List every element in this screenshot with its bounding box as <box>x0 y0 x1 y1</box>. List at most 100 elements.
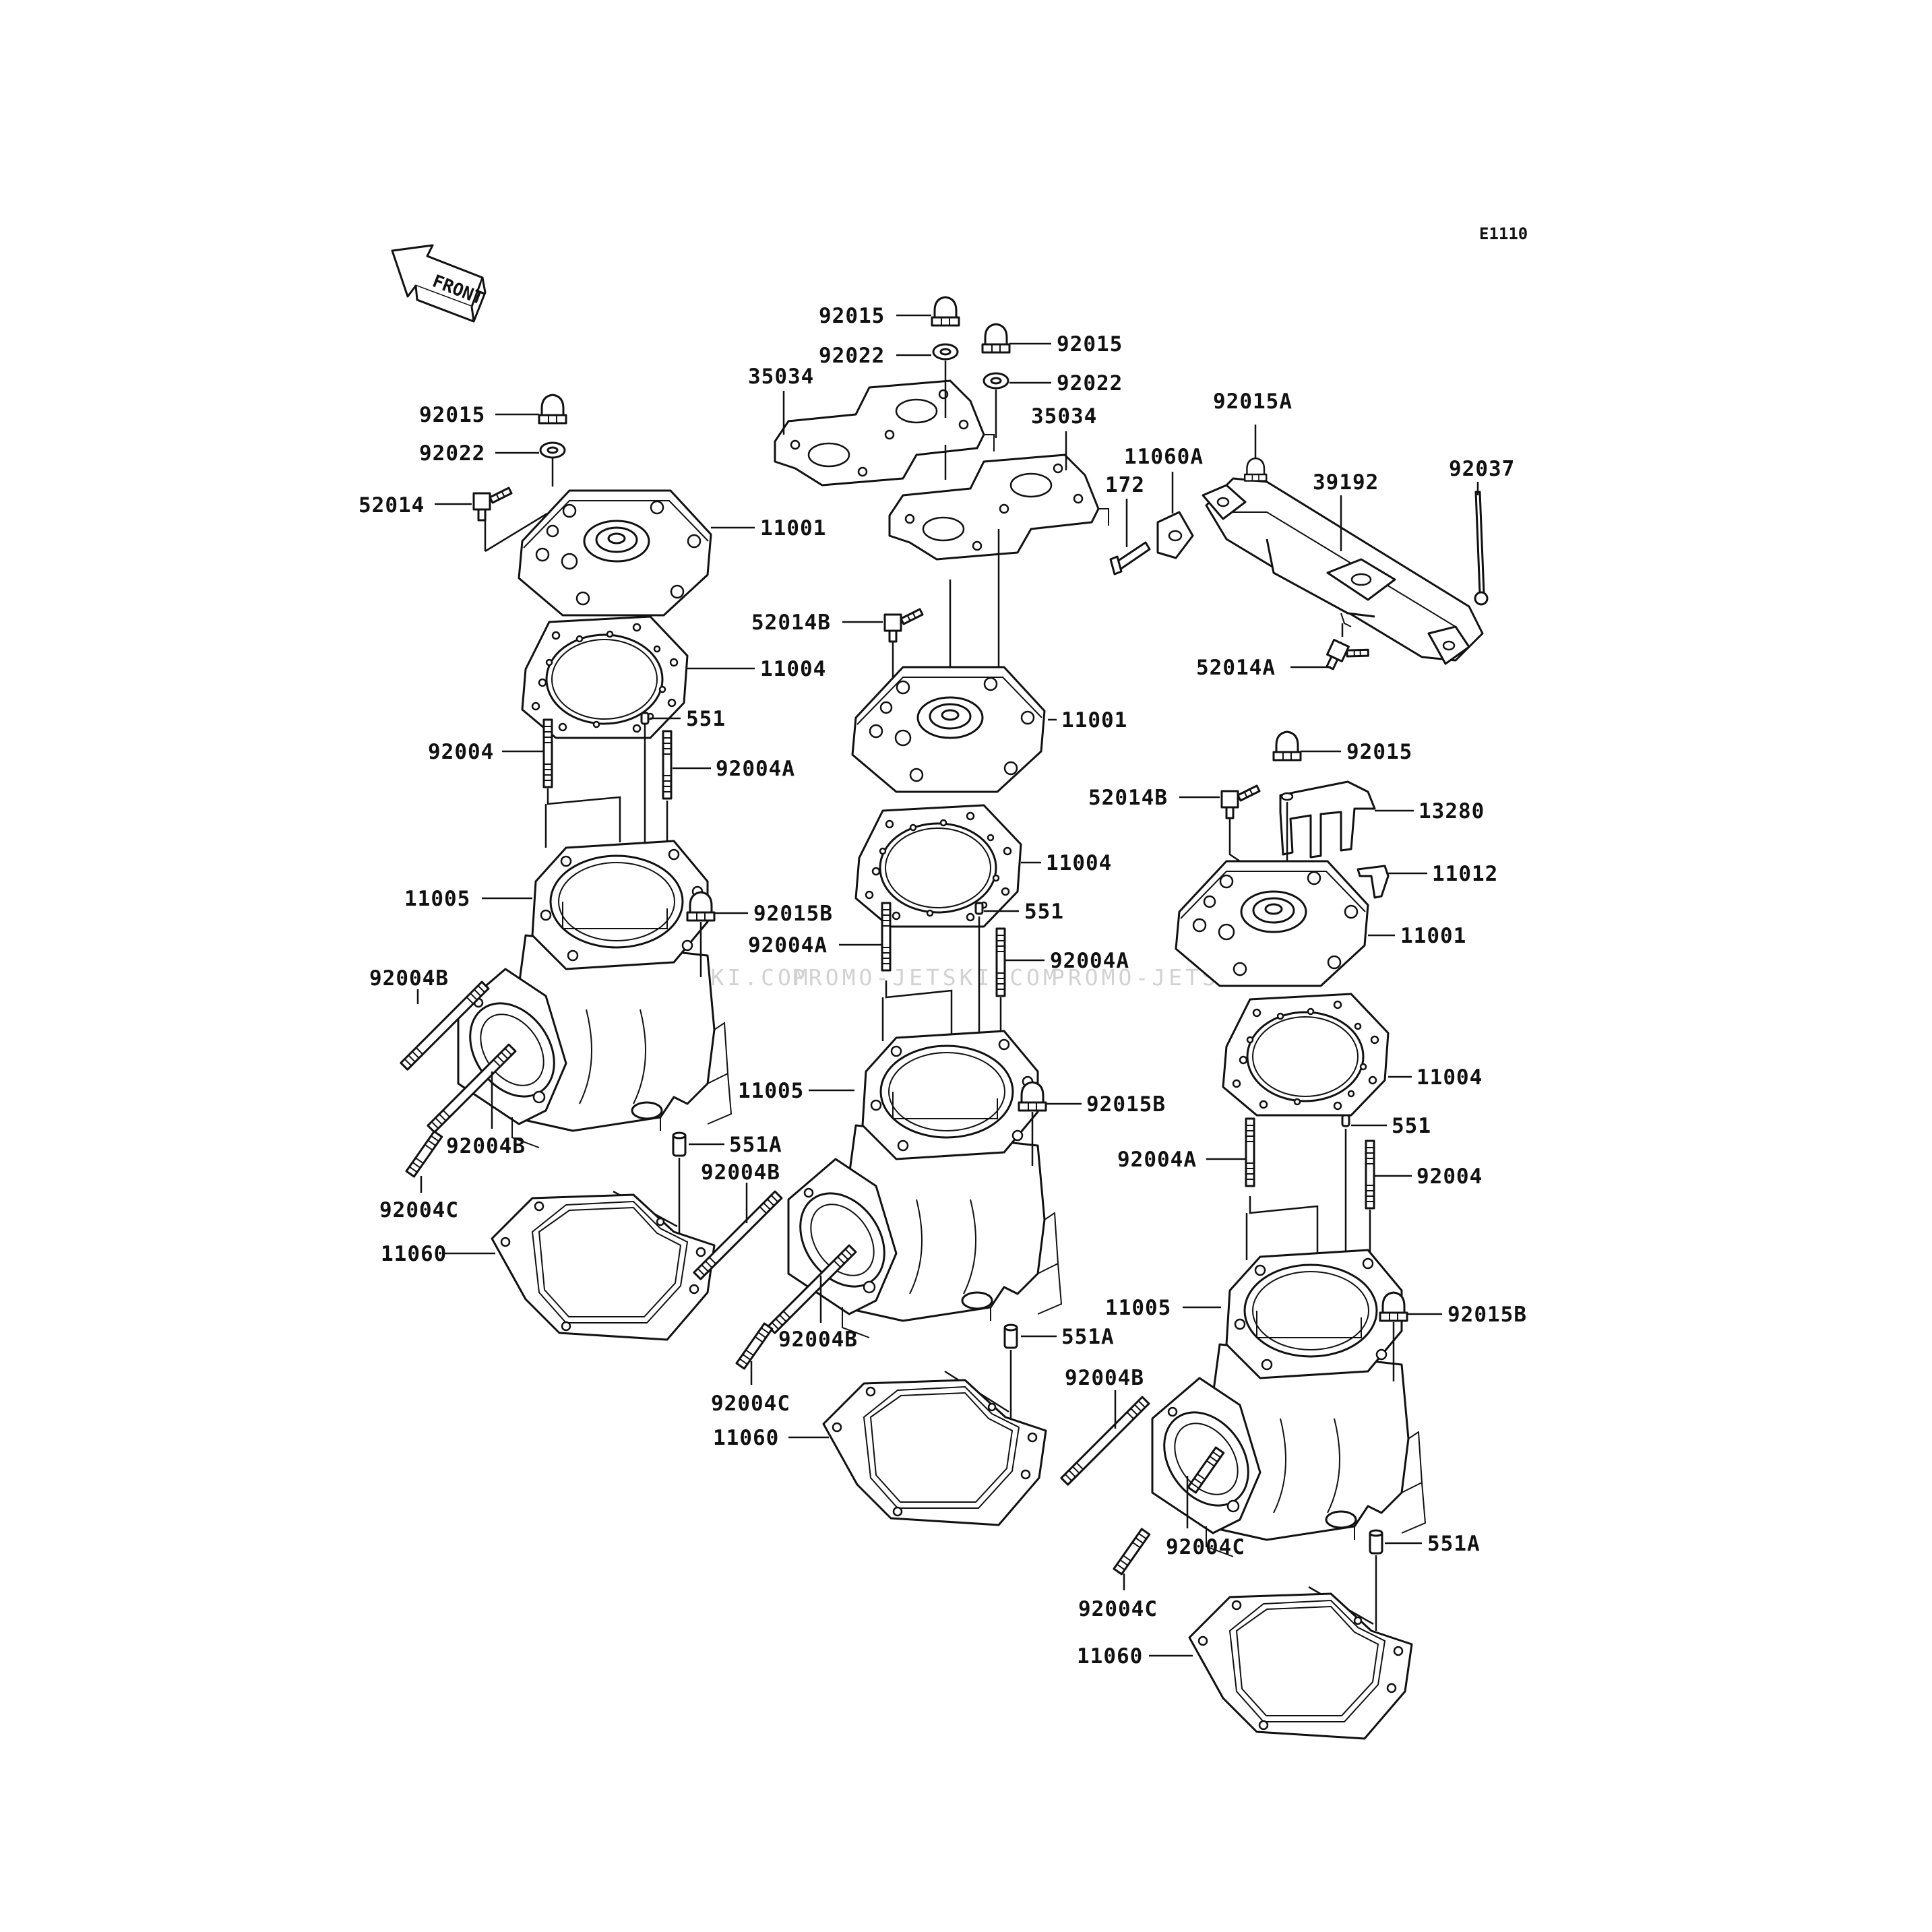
label-right-551a: 551A <box>1427 1532 1481 1556</box>
label-left-92015: 92015 <box>419 403 485 427</box>
label-left-92022: 92022 <box>419 441 485 466</box>
label-right-92015a: 92015A <box>1213 389 1292 414</box>
label-middle-92004a-2: 92004A <box>1050 949 1129 973</box>
left-stud-92004c <box>405 1130 443 1178</box>
label-left-11005: 11005 <box>404 887 470 911</box>
left-base-gasket <box>491 1193 716 1341</box>
label-right-39192: 39192 <box>1313 470 1379 495</box>
right-clip-11012 <box>1357 865 1390 899</box>
label-middle-11004: 11004 <box>1046 851 1112 875</box>
label-middle-35034-1: 35034 <box>748 365 814 389</box>
label-right-92015: 92015 <box>1346 740 1412 764</box>
right-gasket-11060a <box>1156 511 1194 559</box>
diagram-code: E1110 <box>1479 224 1528 243</box>
label-middle-92015-2: 92015 <box>1057 332 1123 356</box>
label-right-92004b: 92004B <box>1065 1366 1144 1390</box>
label-right-92015b: 92015B <box>1447 1303 1527 1327</box>
label-middle-92022-1: 92022 <box>819 344 885 368</box>
right-pin-92037 <box>1474 491 1489 606</box>
right-dowel-551a <box>1369 1529 1383 1555</box>
label-middle-52014b: 52014B <box>751 611 831 635</box>
left-cylinder <box>451 840 733 1149</box>
middle-stud-92004c <box>735 1322 774 1370</box>
right-cylinder-group: 39192 92015A 11060A 172 92037 52014A 920… <box>1060 389 1527 1740</box>
label-middle-92015b: 92015B <box>1086 1092 1166 1117</box>
label-left-92015b: 92015B <box>753 902 833 926</box>
left-cylinder-head <box>518 489 712 617</box>
label-left-551a: 551A <box>729 1133 782 1157</box>
middle-cap-nut-2 <box>981 323 1011 354</box>
left-washer <box>539 441 566 459</box>
middle-dowel-551a <box>1003 1323 1018 1349</box>
label-middle-92004b-2: 92004B <box>778 1328 858 1352</box>
label-left-92004: 92004 <box>428 740 494 764</box>
right-elbow-52014a <box>1321 633 1372 681</box>
left-dowel-pin <box>640 712 650 725</box>
left-cap-nut <box>538 394 567 425</box>
label-middle-92004b-1: 92004B <box>701 1160 780 1185</box>
right-stud-92004c-2 <box>1113 1528 1151 1576</box>
middle-elbow-fitting <box>883 608 924 643</box>
label-right-92004: 92004 <box>1416 1164 1483 1189</box>
watermark-2: PROMO-JETSKI.COM <box>792 964 1060 991</box>
label-right-52014b: 52014B <box>1088 786 1168 810</box>
middle-base-gasket <box>822 1379 1047 1526</box>
label-middle-92022-2: 92022 <box>1057 371 1123 396</box>
label-middle-92004c: 92004C <box>711 1392 790 1416</box>
right-cap-nut <box>1272 730 1302 761</box>
label-right-11012: 11012 <box>1432 862 1498 886</box>
left-dowel-551a <box>672 1131 687 1157</box>
label-right-92037: 92037 <box>1449 457 1515 481</box>
label-middle-551: 551 <box>1024 900 1064 924</box>
middle-cap-nut-1 <box>931 296 960 327</box>
right-dowel-pin <box>1341 1114 1350 1127</box>
label-middle-92004a-1: 92004A <box>748 933 828 958</box>
label-left-92004b-1: 92004B <box>369 966 449 991</box>
label-right-92004c-1: 92004C <box>1166 1535 1245 1559</box>
label-right-11060a: 11060A <box>1124 445 1204 469</box>
right-bracket-13280 <box>1279 780 1376 859</box>
left-stud-92004 <box>542 718 553 788</box>
middle-cylinder-group: 92015 92022 92015 92022 35034 35034 5201… <box>693 296 1166 1526</box>
right-nut-92015a <box>1244 457 1268 482</box>
middle-dowel-pin <box>974 902 984 915</box>
right-bolt-172 <box>1109 541 1151 575</box>
left-nut-92015b <box>686 891 716 922</box>
label-right-11001: 11001 <box>1400 924 1466 948</box>
label-left-92004c: 92004C <box>379 1198 459 1222</box>
label-middle-35034-2: 35034 <box>1031 404 1097 429</box>
label-right-11004: 11004 <box>1416 1065 1483 1090</box>
label-left-52014: 52014 <box>359 493 425 518</box>
water-manifold <box>1202 477 1484 665</box>
label-middle-11005: 11005 <box>738 1079 804 1103</box>
label-left-11004: 11004 <box>760 657 826 681</box>
label-right-52014a: 52014A <box>1196 656 1276 680</box>
right-head-gasket <box>1222 993 1390 1117</box>
label-left-92004b-2: 92004B <box>446 1134 526 1158</box>
middle-nut-92015b <box>1018 1081 1047 1112</box>
label-left-11060: 11060 <box>381 1242 447 1266</box>
label-middle-11060: 11060 <box>713 1426 779 1450</box>
label-left-11001: 11001 <box>760 516 826 540</box>
label-middle-551a: 551A <box>1061 1325 1115 1349</box>
left-stud-92004a <box>662 730 673 800</box>
middle-head-gasket <box>854 804 1022 928</box>
right-stud-92004 <box>1365 1140 1375 1210</box>
middle-washer-1 <box>932 343 959 361</box>
middle-cylinder-head <box>851 666 1046 793</box>
label-right-172: 172 <box>1105 473 1145 497</box>
label-left-551: 551 <box>686 707 726 731</box>
label-right-92004a: 92004A <box>1117 1148 1197 1172</box>
right-stud-92004b <box>1060 1396 1150 1486</box>
left-cylinder-group: 92015 92022 52014 11001 11004 551 92004 … <box>359 394 833 1341</box>
right-cylinder <box>1146 1249 1427 1558</box>
right-base-gasket <box>1188 1592 1413 1740</box>
label-right-92004c-2: 92004C <box>1078 1597 1158 1621</box>
label-right-551: 551 <box>1392 1114 1431 1138</box>
left-elbow-fitting <box>472 487 513 522</box>
middle-stud-92004a-1 <box>881 902 892 972</box>
middle-washer-2 <box>983 372 1009 389</box>
middle-stud-92004a-2 <box>995 927 1006 997</box>
middle-stud-92004b-1 <box>693 1190 783 1280</box>
